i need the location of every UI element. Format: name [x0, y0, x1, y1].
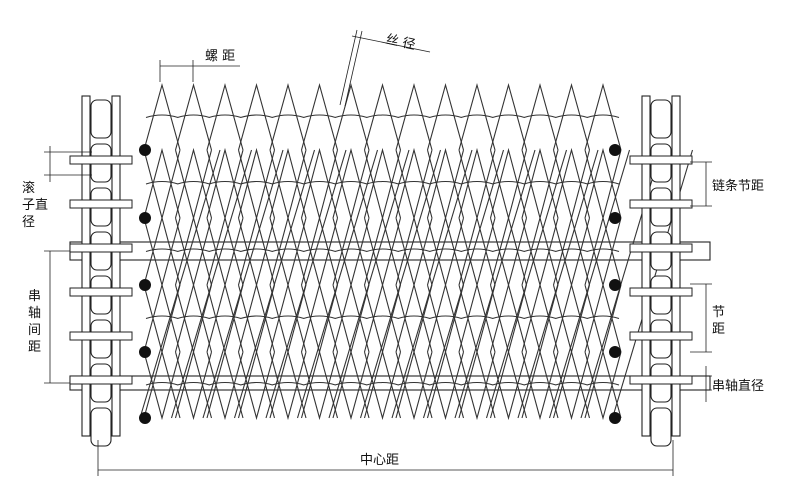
spiral-wire [332, 82, 370, 421]
chain-roller [90, 407, 112, 447]
connector-rod [265, 149, 347, 419]
wire-diameter-ext-1 [339, 29, 358, 106]
chain-pin [69, 243, 133, 253]
connector-rod [170, 149, 253, 419]
roller-diameter-label: 滚子直径 [22, 180, 48, 230]
chain-pin [629, 287, 693, 297]
weld-dot [139, 346, 151, 358]
spiral-wire [395, 82, 433, 421]
spiral-wire [143, 82, 181, 421]
side-plate-inner [111, 95, 121, 437]
connector-rod [202, 149, 284, 419]
spiral-wire [363, 82, 402, 421]
rod-diameter-label: 串轴直径 [712, 379, 764, 394]
chain-pin [629, 375, 693, 385]
spiral-wire [489, 82, 528, 421]
connector-rod [391, 149, 473, 419]
chain-pin [629, 199, 693, 209]
weld-dot [609, 279, 621, 291]
weld-dot [139, 279, 151, 291]
chain-pin [69, 199, 133, 209]
spiral-wire [269, 82, 307, 421]
connector-rod [517, 149, 599, 419]
spiral-wire [426, 82, 465, 421]
connector-rod [233, 149, 316, 419]
spiral-wire [206, 82, 244, 421]
spiral-wire [300, 82, 339, 421]
pitch-label: 节距 [712, 305, 725, 337]
chain-pin [69, 155, 133, 165]
spiral-wire [584, 82, 622, 421]
chain-pin [629, 243, 693, 253]
dimension-lines [44, 29, 712, 476]
weld-dot [139, 212, 151, 224]
chain-roller [650, 99, 672, 139]
weld-dot [609, 412, 621, 424]
weld-dot [139, 144, 151, 156]
connector-rod [485, 149, 568, 419]
spiral-wire [458, 82, 496, 421]
spiral-wire [174, 82, 213, 421]
connector-rod [359, 149, 442, 419]
connector-rod [296, 149, 379, 419]
wire-diameter-line [351, 35, 431, 53]
chain-pin [629, 331, 693, 341]
spiral-wire [521, 82, 559, 421]
edge-weld-dots [139, 144, 621, 424]
side-plate-inner [671, 95, 681, 437]
connector-rod [454, 149, 536, 419]
wire-diameter-ext-2 [344, 30, 363, 107]
chain-pitch-label: 链条节距 [712, 178, 764, 194]
chain-pin [69, 375, 133, 385]
weld-dot [609, 144, 621, 156]
connector-rod [548, 149, 631, 419]
side-plate-outer [81, 95, 91, 437]
chain-pin [69, 331, 133, 341]
weld-dot [609, 212, 621, 224]
spiral-pitch-label: 螺 距 [205, 49, 235, 64]
connector-rod [328, 149, 410, 419]
side-plate-outer [641, 95, 651, 437]
spiral-wire [552, 82, 591, 421]
chain-pin [629, 155, 693, 165]
spiral-mesh [139, 82, 694, 421]
connector-rod [422, 149, 505, 419]
center-distance-label: 中心距 [360, 453, 399, 468]
chain-roller [90, 99, 112, 139]
spiral-wire [237, 82, 276, 421]
rod-spacing-label: 串轴间距 [28, 289, 41, 355]
connector-rod [139, 149, 221, 419]
chain-roller [650, 407, 672, 447]
wire-diameter-label: 丝 径 [384, 32, 417, 53]
right-chain [629, 95, 693, 447]
left-chain [69, 95, 133, 447]
weld-dot [139, 412, 151, 424]
weld-dot [609, 346, 621, 358]
dimension-labels: 螺 距 丝 径 滚子直径 串轴间距 链条节距 节距 串轴直径 中心距 [22, 32, 764, 468]
chain-pin [69, 287, 133, 297]
